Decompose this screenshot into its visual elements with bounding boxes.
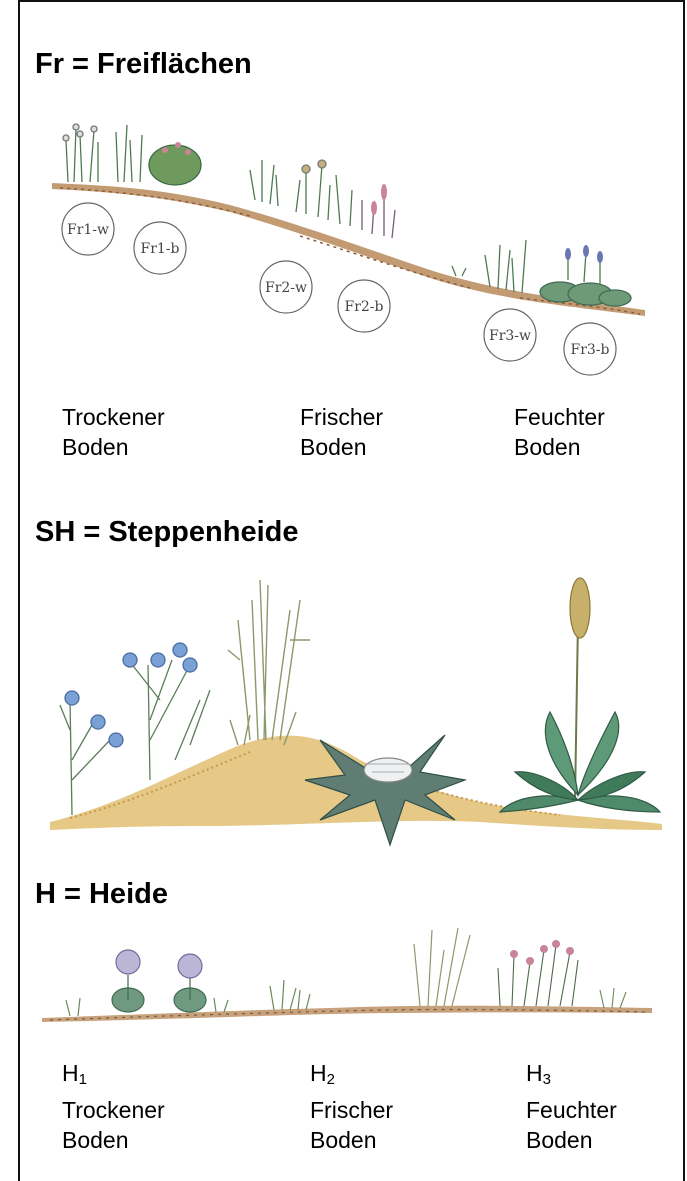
caption-line: Frischer — [310, 1095, 393, 1125]
caption-line: Feuchter — [526, 1095, 617, 1125]
caption-line: Boden — [62, 1125, 165, 1155]
caption-h1: H1 Trockener Boden — [62, 1058, 165, 1155]
caption-code: H3 — [526, 1058, 617, 1095]
caption-code: H1 — [62, 1058, 165, 1095]
plants-h3 — [498, 940, 626, 1008]
plants-h1 — [66, 950, 228, 1016]
plants-h2 — [270, 928, 470, 1010]
caption-code: H2 — [310, 1058, 393, 1095]
caption-line: Boden — [310, 1125, 393, 1155]
caption-line: Trockener — [62, 1095, 165, 1125]
caption-h3: H3 Feuchter Boden — [526, 1058, 617, 1155]
caption-h2: H2 Frischer Boden — [310, 1058, 393, 1155]
caption-line: Boden — [526, 1125, 617, 1155]
